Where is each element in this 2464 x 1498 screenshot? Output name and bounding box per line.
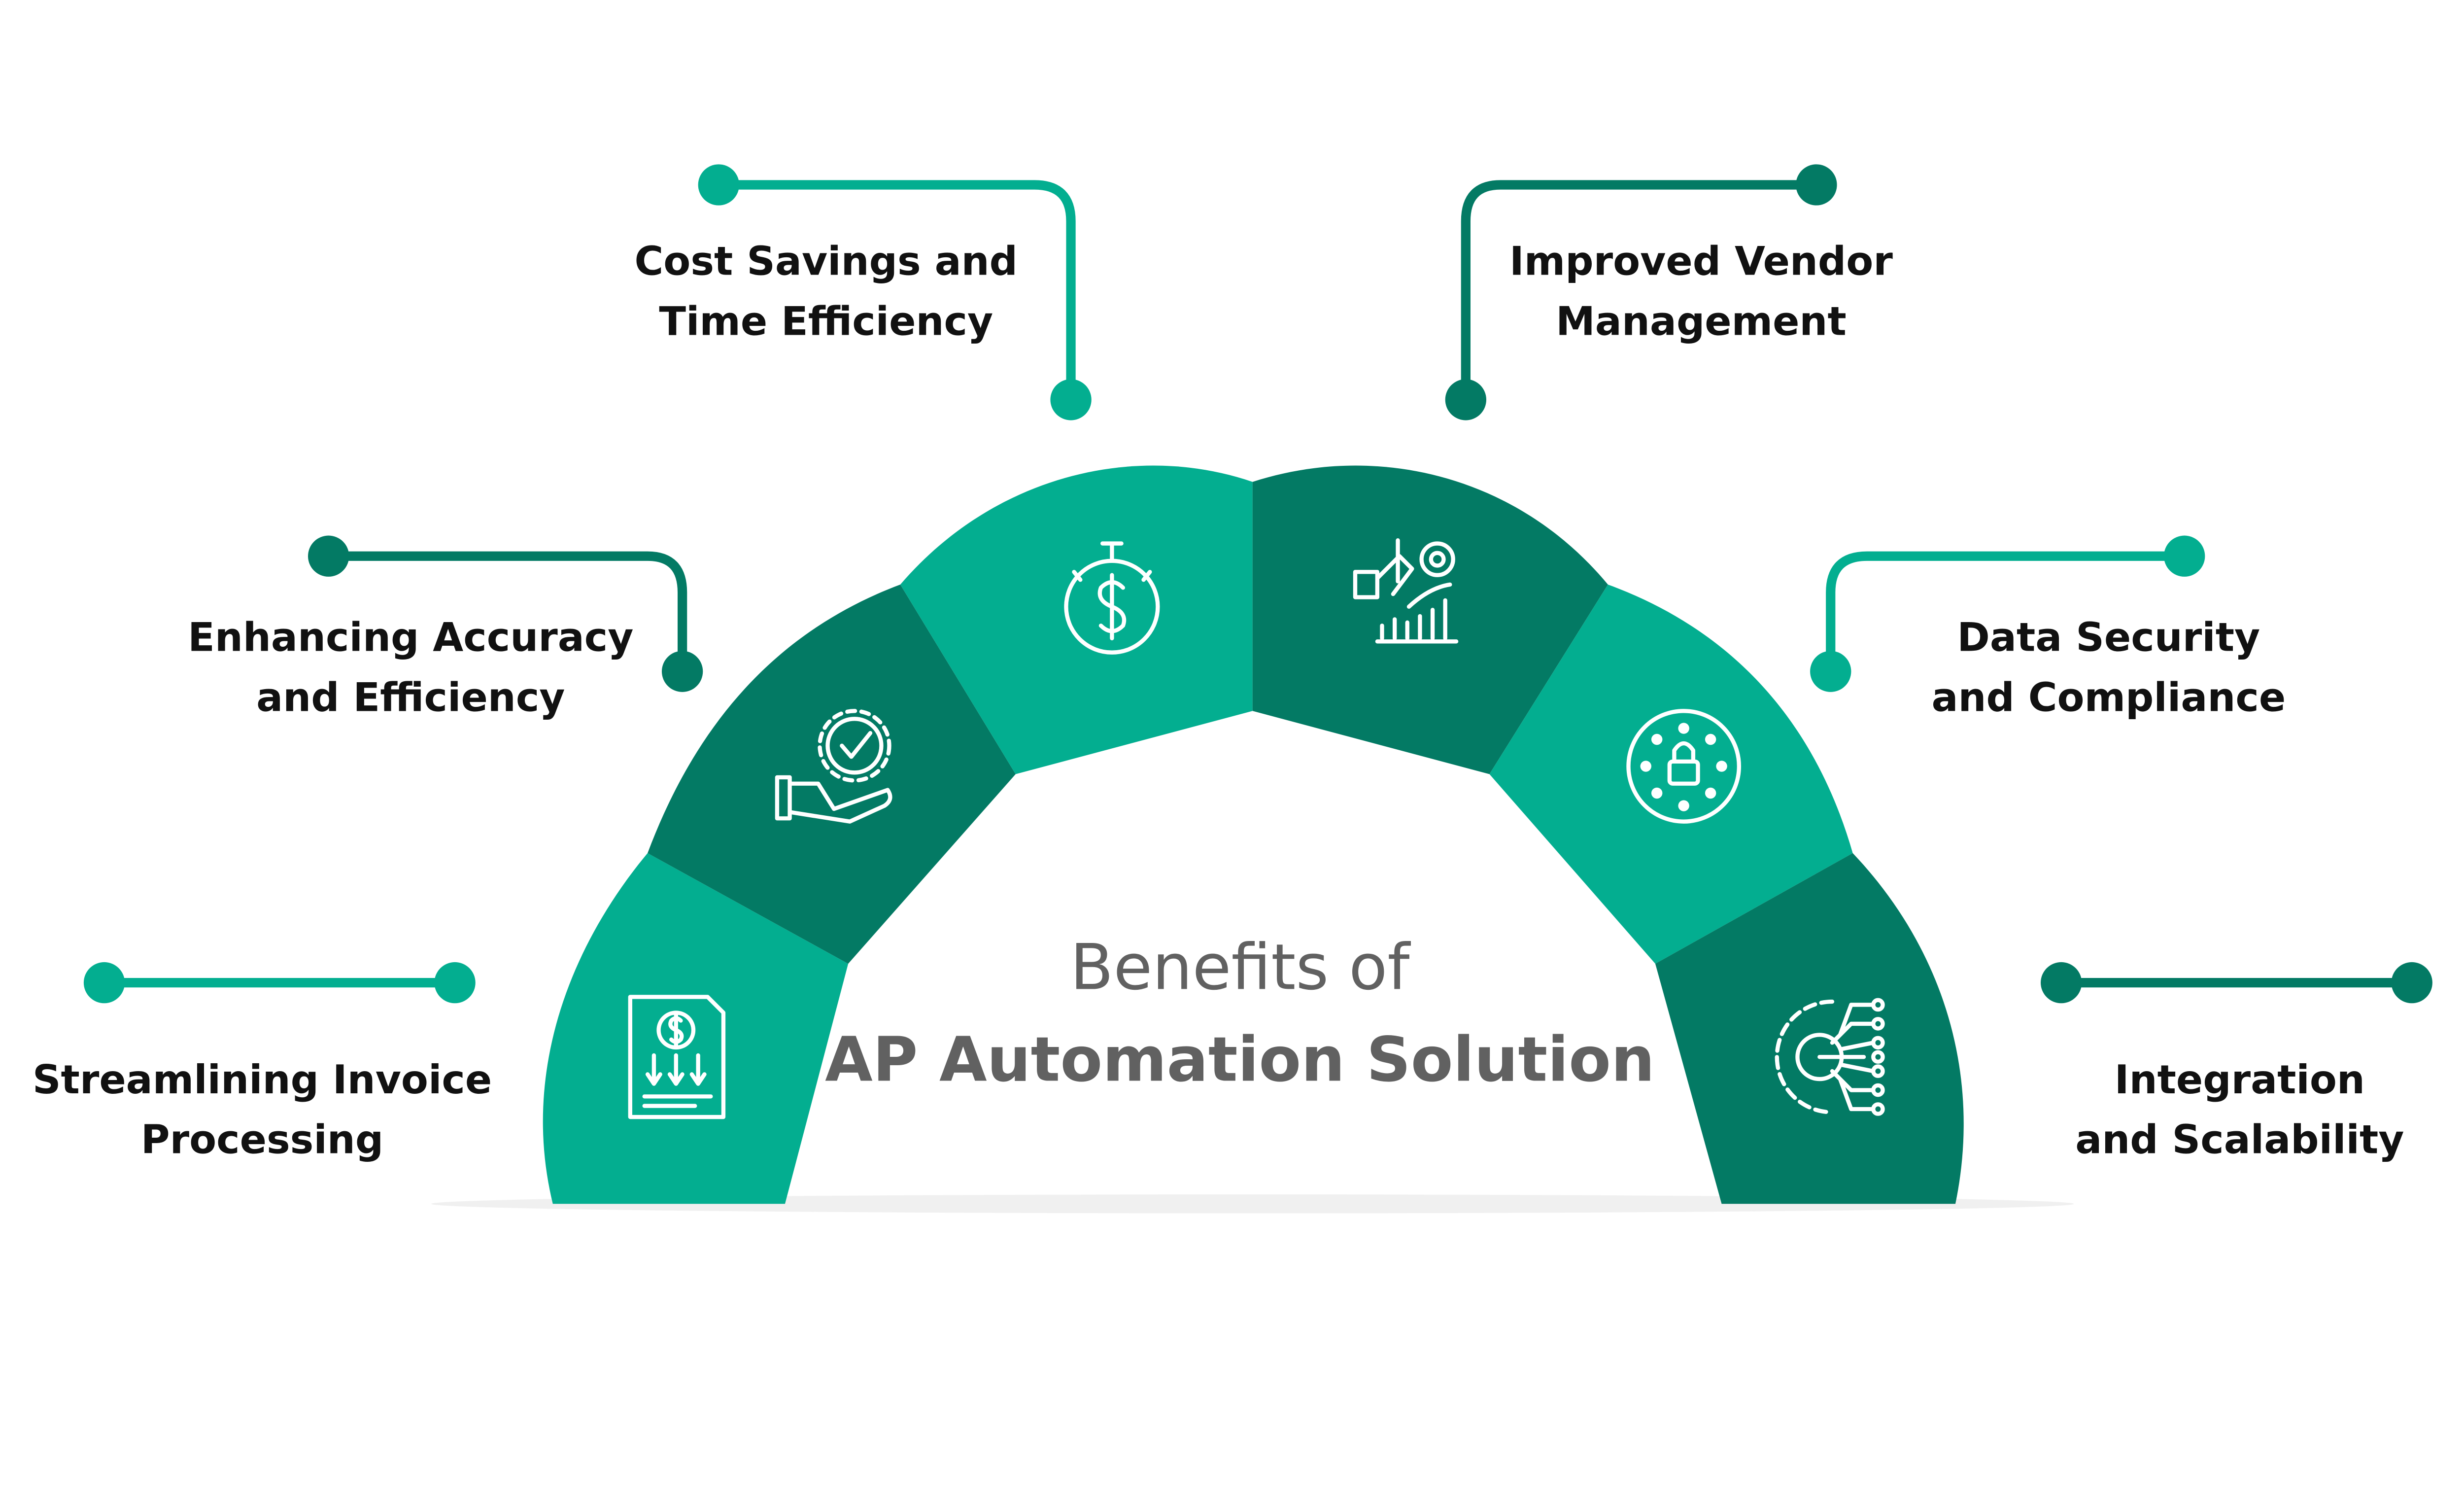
benefit-integration: Integration and Scalability [2075, 1057, 2404, 1163]
benefits-diagram: Benefits of AP Automation Solution Strea… [33, 164, 2432, 1214]
lock-stars-icon [1626, 709, 1742, 824]
connector-accuracy [308, 535, 703, 692]
benefit-label-line1: Cost Savings and [635, 239, 1018, 284]
benefit-security: Data Security and Compliance [1931, 615, 2286, 721]
benefit-label-line2: Time Efficiency [659, 298, 993, 344]
handshake-chart-icon [1353, 538, 1459, 644]
segment-vendor [1252, 465, 1608, 774]
benefit-label-line1: Data Security [1957, 615, 2260, 661]
hand-gear-check-icon [775, 709, 892, 824]
title-line-1: Benefits of [1070, 931, 1411, 1004]
benefit-streamlining: Streamlining Invoice Processing [33, 1057, 492, 1163]
benefit-label-line2: and Compliance [1931, 674, 2286, 720]
segment-integration [1655, 853, 1964, 1204]
connector-streamlining [83, 962, 476, 1004]
gear-circuit-icon [1775, 998, 1885, 1116]
base-shadow [431, 1194, 2074, 1214]
benefit-label-line1: Enhancing Accuracy [188, 615, 633, 661]
benefit-label-line2: and Efficiency [256, 674, 565, 720]
connector-vendor [1445, 164, 1837, 420]
benefit-label-line1: Integration [2115, 1057, 2365, 1103]
benefit-label-line1: Improved Vendor [1509, 239, 1893, 284]
connector-security [1810, 535, 2205, 692]
connector-cost-savings [698, 164, 1092, 420]
benefit-vendor: Improved Vendor Management [1509, 239, 1893, 345]
connector-integration [2041, 962, 2432, 1004]
benefit-label-line2: Management [1556, 298, 1847, 344]
benefit-label-line2: Processing [141, 1117, 383, 1163]
stopwatch-dollar-icon [1064, 541, 1160, 655]
title-line-2: AP Automation Solution [825, 1024, 1655, 1095]
benefit-accuracy: Enhancing Accuracy and Efficiency [188, 615, 633, 721]
benefit-label-line1: Streamlining Invoice [33, 1057, 492, 1103]
invoice-dollar-icon [628, 995, 726, 1119]
segment-streamlining [543, 853, 849, 1204]
segment-cost-savings [900, 465, 1253, 774]
benefit-cost-savings: Cost Savings and Time Efficiency [635, 239, 1018, 345]
benefit-label-line2: and Scalability [2075, 1117, 2404, 1163]
